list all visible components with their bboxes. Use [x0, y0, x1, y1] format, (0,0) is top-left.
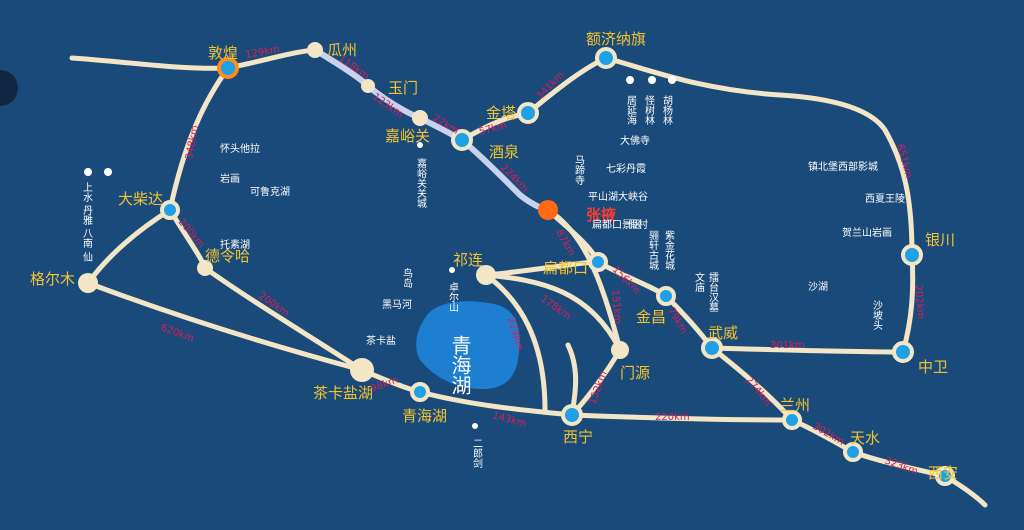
node-jiayuguan[interactable]: [412, 110, 428, 126]
sight-qinghai-left: 上水 丹雅 八南 仙: [81, 182, 93, 262]
label-golmud: 格尔木: [30, 270, 75, 288]
sight-guai: 怪树林: [643, 94, 655, 126]
label-chaka: 茶卡盐湖: [313, 384, 373, 402]
sight-dot: [668, 76, 676, 84]
nodes: [78, 42, 955, 486]
label-zhangye: 张掖: [586, 206, 617, 224]
node-jinchang[interactable]: [656, 286, 676, 306]
sight-jiayuguan-fort: 嘉峪关关城: [415, 157, 427, 209]
node-menyuan[interactable]: [611, 341, 629, 359]
node-ejina[interactable]: [595, 47, 617, 69]
label-tianshui: 天水: [850, 429, 880, 447]
node-jinta[interactable]: [517, 102, 539, 124]
sight-heima: 黑马河: [382, 299, 412, 311]
label-delingha: 德令哈: [205, 247, 250, 265]
sight-wenmiao: 文庙: [693, 271, 705, 293]
label-menyuan: 门源: [620, 364, 650, 382]
node-xian[interactable]: [935, 466, 955, 486]
sight-dot: [104, 168, 112, 176]
node-chaka[interactable]: [350, 358, 374, 382]
sight-shahu: 沙湖: [808, 281, 828, 293]
sight-dot: [626, 76, 634, 84]
sight-yanhua: 岩画: [220, 172, 240, 185]
node-delingha[interactable]: [197, 260, 213, 276]
sight-biandukou-g: 扁都口景区: [592, 218, 642, 231]
node-qinghaihu[interactable]: [410, 382, 430, 402]
node-guazhou[interactable]: [307, 42, 323, 58]
label-guazhou: 瓜州: [327, 41, 357, 59]
label-biandukou: 扁都口: [543, 259, 588, 277]
node-wuwei[interactable]: [701, 337, 723, 359]
sight-chaka-s: 茶卡盐: [366, 334, 396, 347]
node-zhangye[interactable]: [538, 200, 558, 220]
label-qinghaihu: 青海湖: [402, 407, 447, 425]
lake-label: 青海湖: [448, 335, 472, 395]
sight-liqian: 骊轩古城: [647, 230, 659, 271]
label-lanzhou: 兰州: [780, 396, 810, 414]
label-yinchuan: 银川: [925, 231, 955, 249]
sight-dafo: 大佛寺: [620, 134, 650, 147]
sight-leitai: 擂台汉墓: [707, 271, 719, 312]
node-dachaidan[interactable]: [160, 200, 180, 220]
label-qilian: 祁连: [453, 251, 483, 269]
edge-tab[interactable]: [0, 70, 18, 106]
city-labels: 敦煌 瓜州 玉门 嘉峪关 酒泉 金塔 额济纳旗 张掖 大柴达 德令哈 格尔木 祁…: [30, 30, 958, 482]
sight-juyan: 居延海: [625, 95, 637, 126]
label-ejina: 额济纳旗: [586, 30, 646, 48]
sight-pingshan: 平山湖大峡谷: [588, 190, 648, 203]
label-dunhuang: 敦煌: [208, 44, 238, 62]
sight-erlang: 二郎剑: [471, 438, 483, 468]
sight-zhenbei: 镇北堡西部影城: [808, 160, 878, 173]
sight-jialiu: 假村: [628, 218, 648, 231]
dist-yinchuan-zhongwei: 202km: [912, 284, 926, 319]
label-wuwei: 武威: [708, 324, 738, 342]
node-golmud[interactable]: [78, 273, 98, 293]
label-jinchang: 金昌: [636, 308, 666, 326]
node-tianshui[interactable]: [843, 442, 863, 462]
node-xining[interactable]: [561, 404, 583, 426]
label-jiayuguan: 嘉峪关: [385, 127, 430, 145]
label-xian: 西安: [928, 464, 958, 482]
dist-biandukou-menyuan: 151km: [609, 289, 623, 324]
node-yinchuan[interactable]: [901, 244, 923, 266]
label-zhongwei: 中卫: [918, 358, 948, 376]
sight-qicai: 七彩丹霞: [606, 163, 646, 175]
node-yumen[interactable]: [361, 79, 375, 93]
node-jiuquan[interactable]: [451, 129, 473, 151]
dist-xining-lanzhou: 220km: [655, 412, 690, 423]
sight-keluke: 可鲁克湖: [250, 185, 290, 198]
node-qilian[interactable]: [476, 265, 496, 285]
sight-mati: 马蹄寺: [573, 155, 585, 185]
sight-dot: [648, 76, 656, 84]
node-zhongwei[interactable]: [892, 341, 914, 363]
sight-dot: [449, 267, 455, 273]
label-yumen: 玉门: [388, 79, 418, 97]
node-lanzhou[interactable]: [782, 410, 802, 430]
sight-xixia: 西夏王陵: [865, 193, 905, 205]
dist-wuwei-zhongwei: 301km: [770, 340, 805, 351]
qinghai-lake: [416, 301, 520, 390]
label-jinta: 金塔: [486, 104, 516, 122]
sight-huyang: 胡杨林: [661, 94, 673, 126]
sight-niaodao: 鸟岛: [401, 267, 413, 289]
sight-tuosu: 托素湖: [220, 238, 250, 251]
node-biandukou[interactable]: [588, 252, 608, 272]
node-dunhuang[interactable]: [217, 57, 239, 79]
sight-dot: [472, 423, 478, 429]
sight-huaitou: 怀头他拉: [220, 142, 260, 155]
label-dachaidan: 大柴达: [118, 190, 163, 208]
sight-zhuoer: 卓尔山: [447, 282, 459, 312]
label-jiuquan: 酒泉: [489, 143, 519, 161]
sight-dot: [84, 168, 92, 176]
label-xining: 西宁: [563, 428, 593, 446]
sight-dot: [417, 142, 423, 148]
sight-shapotou: 沙坡头: [871, 300, 883, 331]
sight-labels: 上水 丹雅 八南 仙 怀头他拉 岩画 可鲁克湖 托素湖 嘉峪关关城 居延海 怪树…: [81, 94, 906, 468]
sight-zijin: 紫金花城: [663, 230, 675, 271]
sight-helan: 贺兰山岩画: [842, 226, 892, 239]
